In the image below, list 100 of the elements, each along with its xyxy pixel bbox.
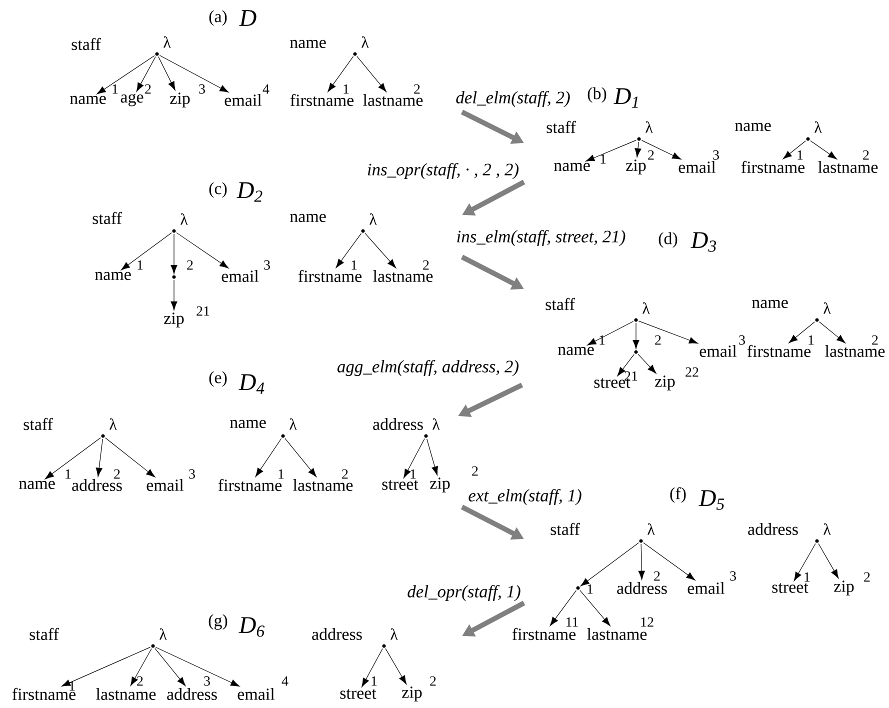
tree-arrow xyxy=(782,140,806,160)
position-number: 1 xyxy=(410,469,416,479)
lambda-label: λ xyxy=(110,418,117,430)
position-number: 12 xyxy=(641,617,654,627)
leaf-label: street xyxy=(340,689,376,699)
tree-arrow xyxy=(356,56,387,92)
position-number: 3 xyxy=(730,571,736,581)
leaf-label: lastname xyxy=(363,94,423,106)
panel-letter: (b) xyxy=(588,87,606,103)
leaf-label: name xyxy=(19,480,55,490)
leaf-label: zip xyxy=(834,580,854,596)
position-number: 2 xyxy=(655,335,661,345)
leaf-label: age xyxy=(120,94,144,106)
tree-arrow xyxy=(328,56,354,92)
leaf-label: email xyxy=(146,479,184,491)
position-number: 1 xyxy=(808,335,814,345)
tree-arrow xyxy=(170,234,178,274)
leaf-label: name xyxy=(554,162,590,172)
position-number: 1 xyxy=(112,84,118,94)
leaf-label: zip xyxy=(164,312,184,328)
position-number: 2 xyxy=(648,150,654,160)
tree-arrow xyxy=(61,646,151,686)
tree-arrow xyxy=(158,56,176,90)
tree-arrow xyxy=(176,232,229,268)
leaf-label: lastname xyxy=(818,161,878,173)
leaf-label: zip xyxy=(170,92,190,108)
operation-label: ins_elm(staff, street, 21) xyxy=(457,230,626,246)
tree-arrow xyxy=(284,438,317,478)
leaf-label: street xyxy=(382,480,418,490)
panel-title: D$_{3}$ xyxy=(690,232,716,252)
position-number: 11 xyxy=(566,617,578,627)
leaf-label: email xyxy=(224,94,262,106)
leaf-label: firstname xyxy=(741,160,805,174)
tree-arrow xyxy=(632,322,640,349)
leaf-label: firstname xyxy=(218,478,282,492)
tree-arrow xyxy=(794,543,816,582)
tree-arrow xyxy=(136,56,156,92)
position-number: 2 xyxy=(114,469,120,479)
position-number: 3 xyxy=(199,84,205,94)
tree-arrow xyxy=(587,321,634,346)
leaf-label: lastname xyxy=(293,479,353,491)
leaf-label: firstname xyxy=(512,628,576,640)
tree-arrow xyxy=(336,233,362,268)
tree-arrow xyxy=(617,354,634,376)
panel-title: D xyxy=(239,10,256,26)
tree-arrow xyxy=(634,142,642,158)
tree-arrow xyxy=(105,438,156,478)
position-number: 22 xyxy=(686,367,698,377)
lambda-label: λ xyxy=(290,418,297,430)
leaf-label: email xyxy=(238,688,275,700)
leaf-label: address xyxy=(72,479,122,491)
position-number: 2 xyxy=(430,676,436,686)
tree-arrow xyxy=(155,646,240,687)
position-number: 2 xyxy=(145,84,151,94)
lambda-label: λ xyxy=(164,36,171,48)
leaf-label: address xyxy=(167,688,217,700)
lambda-label: λ xyxy=(824,523,831,535)
panel-title: D$_{5}$ xyxy=(698,490,724,510)
leaf-label: email xyxy=(222,270,259,282)
position-number: 3 xyxy=(739,335,745,345)
leaf-label: zip xyxy=(655,376,675,390)
lambda-label: λ xyxy=(824,302,831,314)
lambda-label: λ xyxy=(432,418,440,430)
leaf-label: email xyxy=(688,582,725,594)
tree-arrow xyxy=(154,648,186,686)
tree-arrow xyxy=(404,438,425,478)
position-number: 3 xyxy=(713,150,719,160)
position-number: 1 xyxy=(798,150,803,160)
leaf-label: firstname xyxy=(298,270,362,282)
tree-name: address xyxy=(312,628,362,640)
position-number: 1 xyxy=(588,584,593,594)
tree-name: staff xyxy=(30,628,59,640)
leaf-label: firstname xyxy=(290,94,354,106)
tree-arrow xyxy=(255,438,282,477)
position-number: 2 xyxy=(654,571,660,581)
operation-label: agg_elm(staff, address, 2) xyxy=(337,360,518,376)
leaf-label: name xyxy=(70,96,106,104)
leaf-label: firstname xyxy=(747,344,811,358)
tree-arrow xyxy=(638,544,645,580)
panel-letter: (a) xyxy=(209,10,227,26)
position-number: 1 xyxy=(600,154,606,164)
tree-arrow xyxy=(818,543,839,578)
tree-arrow xyxy=(96,438,103,477)
position-number: 2 xyxy=(342,469,348,479)
panel-letter: (c) xyxy=(209,182,227,198)
tree-arrow xyxy=(810,140,837,160)
leaf-label: email xyxy=(700,345,737,357)
tree-arrow xyxy=(44,437,101,480)
position-number: 1 xyxy=(352,260,357,270)
leaf-label: zip xyxy=(402,686,422,702)
tree-arrow xyxy=(159,55,229,92)
tree-arrow xyxy=(170,280,178,310)
lambda-label: λ xyxy=(814,121,822,133)
tree-name: staff xyxy=(550,522,580,536)
position-number: 1 xyxy=(66,469,71,479)
lambda-label: λ xyxy=(646,121,653,133)
lambda-label: λ xyxy=(362,36,369,48)
tree-arrow xyxy=(550,590,577,626)
tree-arrow xyxy=(580,590,610,626)
position-number: 4 xyxy=(282,676,288,686)
